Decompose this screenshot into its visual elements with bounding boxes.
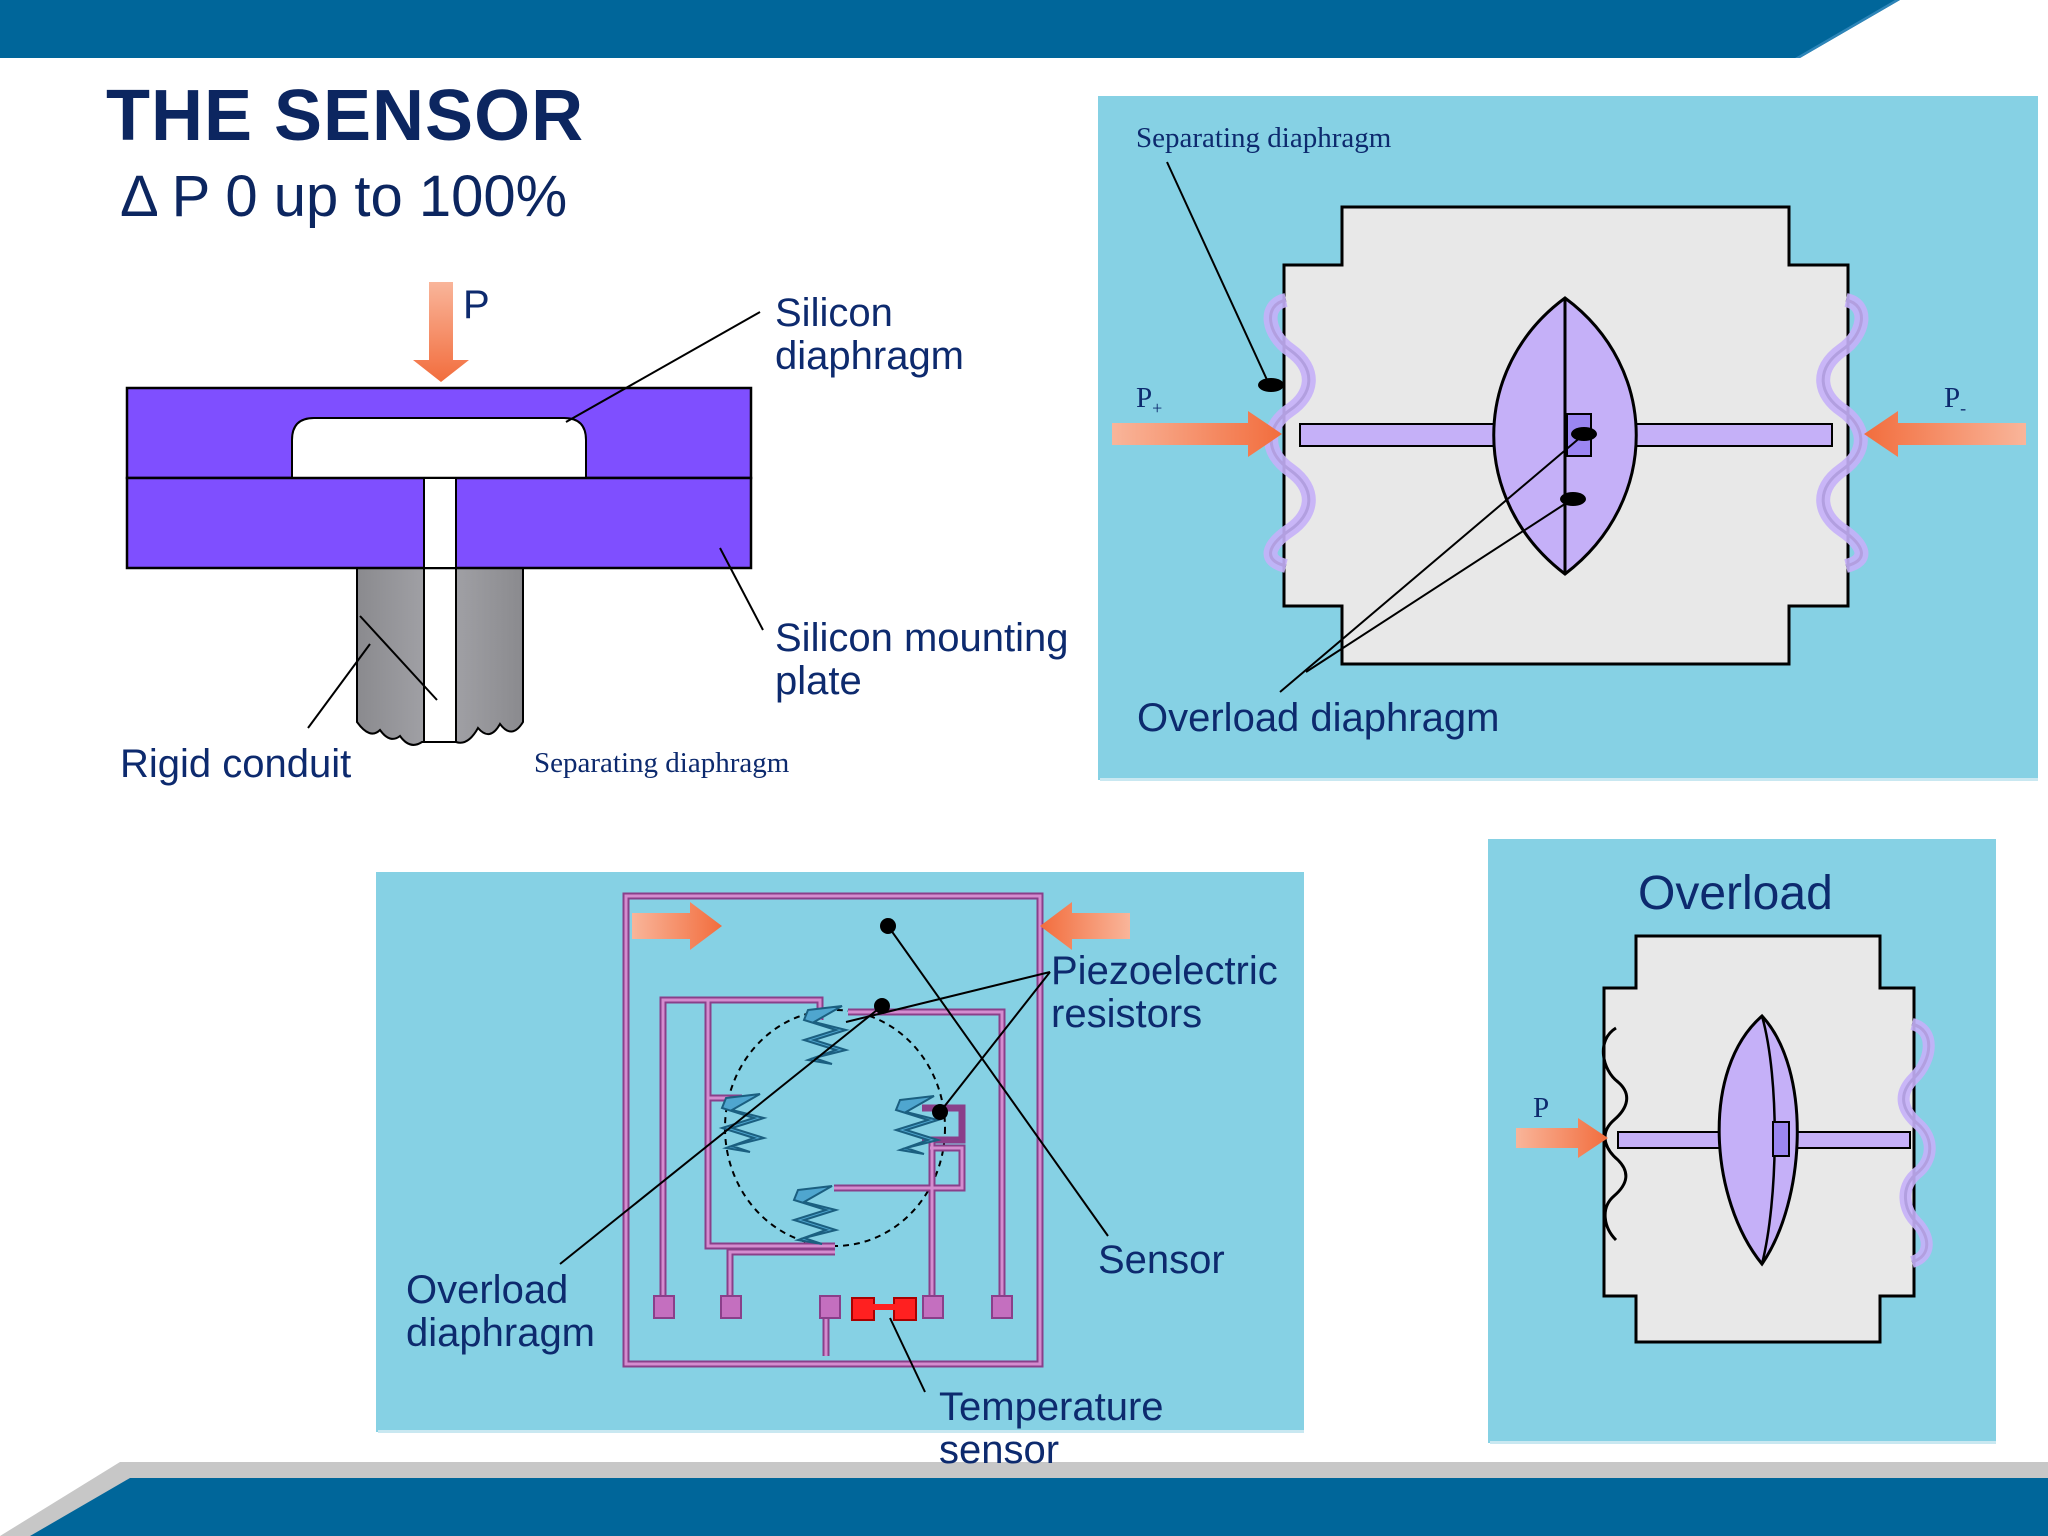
p-plus-label: P+	[1136, 384, 1162, 417]
overload-pressure-label: P	[1533, 1092, 1550, 1124]
temperature-sensor-label: Temperature sensor	[939, 1386, 1164, 1472]
separating-diaphragm-label-2: Separating diaphragm	[1136, 122, 1392, 154]
resistor-bottom	[790, 1185, 840, 1245]
temperature-sensor-element	[851, 1297, 917, 1321]
panel-background	[376, 872, 1304, 1432]
footer-band	[0, 1462, 2048, 1536]
pressure-arrow-left-side	[632, 902, 722, 950]
p-plus-subscript: +	[1152, 397, 1163, 418]
piezo-resistors-line-2: resistors	[1051, 992, 1203, 1036]
pressure-arrow-right-side	[1040, 902, 1130, 950]
slide-title: THE SENSOR	[106, 76, 585, 156]
piezo-resistors-line-1: Piezoelectric	[1051, 949, 1278, 993]
temperature-sensor-line-2: sensor	[939, 1428, 1060, 1472]
piezo-resistors-label: Piezoelectric resistors	[1051, 950, 1278, 1036]
slide-subtitle: Δ P 0 up to 100%	[120, 164, 568, 229]
silicon-mounting-plate-line-1: Silicon mounting	[775, 616, 1069, 660]
sensor-chip	[1772, 1121, 1790, 1157]
overload-diagram	[1488, 839, 1996, 1444]
overload-diaphragm-label-2: Overload diaphragm	[1137, 696, 1500, 740]
separating-diaphragm-label-1: Separating diaphragm	[534, 747, 790, 779]
silicon-diaphragm-label: Silicon diaphragm	[775, 292, 964, 378]
rigid-conduit-label: Rigid conduit	[120, 742, 352, 786]
piezo-resistors	[718, 1005, 942, 1245]
silicon-mounting-plate-line-2: plate	[775, 659, 862, 703]
bond-pads	[653, 1295, 1013, 1319]
silicon-diaphragm-line-1: Silicon	[775, 291, 893, 335]
silicon-diaphragm-line-2: diaphragm	[775, 334, 965, 378]
overload-diaphragm-line-1: Overload	[406, 1268, 569, 1312]
p-plus-arrow	[1112, 411, 1282, 457]
resistor-top	[800, 1005, 850, 1065]
header-band	[0, 0, 1900, 58]
p-minus-letter: P	[1944, 382, 1961, 414]
resistor-left	[718, 1093, 768, 1153]
overload-diaphragm-label-3: Overload diaphragm	[406, 1269, 595, 1355]
pressure-arrow-down	[413, 282, 469, 382]
sensor-chip-layout-diagram	[376, 872, 1304, 1433]
p-plus-letter: P	[1136, 382, 1153, 414]
silicon-mounting-plate-label: Silicon mounting plate	[775, 617, 1069, 703]
pressure-arrow	[1516, 1118, 1608, 1158]
silicon-cavity	[291, 417, 587, 479]
pressure-label-p: P	[463, 283, 490, 327]
p-minus-arrow	[1864, 411, 2026, 457]
p-minus-label: P-	[1944, 384, 1966, 417]
overload-title: Overload	[1638, 867, 1833, 920]
silicon-cell-diagram	[125, 282, 764, 746]
sensor-label: Sensor	[1098, 1238, 1225, 1282]
overload-diaphragm-line-2: diaphragm	[406, 1311, 596, 1355]
differential-cell-diagram	[1098, 96, 2038, 781]
temperature-sensor-line-1: Temperature	[939, 1385, 1164, 1429]
resistor-right	[892, 1095, 942, 1155]
p-minus-subscript: -	[1960, 397, 1967, 418]
